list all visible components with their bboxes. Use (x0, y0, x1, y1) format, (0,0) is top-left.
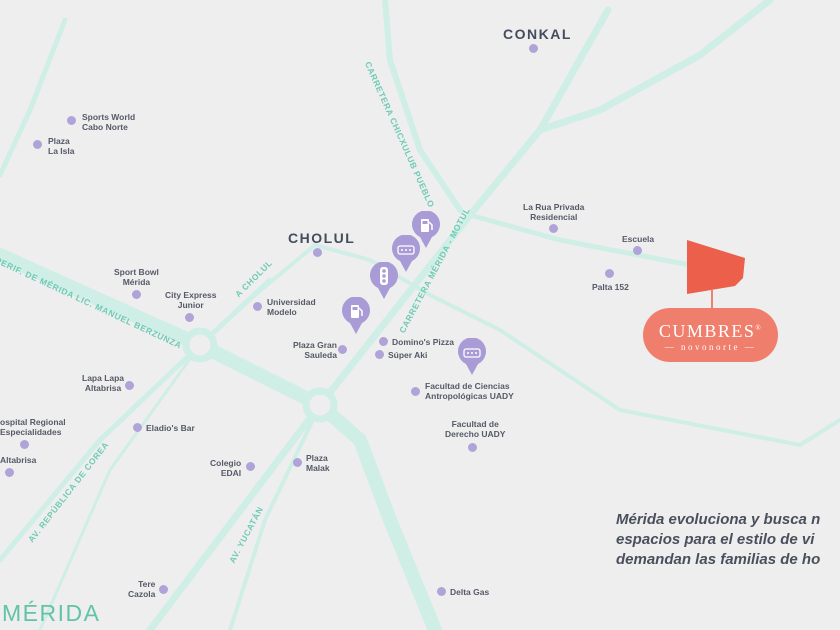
poi-dot-sports-world[interactable] (67, 116, 76, 125)
town-label-conkal: CONKAL (503, 26, 572, 42)
roundabout-center (302, 387, 338, 423)
city-label-merida: MÉRIDA (2, 600, 101, 626)
store-icon[interactable] (391, 235, 421, 273)
poi-dot-hospital[interactable] (20, 440, 29, 449)
road-northeast (536, 0, 774, 134)
poi-dot-delta-gas[interactable] (437, 587, 446, 596)
gas-station-icon[interactable] (411, 211, 441, 249)
poi-label-eladios: Eladio's Bar (146, 423, 195, 433)
road-merida-motul (146, 6, 612, 630)
poi-label-delta-gas: Delta Gas (450, 587, 490, 597)
poi-label-dominos: Domino's Pizza (392, 337, 455, 347)
road-southwest (38, 343, 202, 630)
road-a-cholul (198, 243, 840, 447)
poi-dot-plaza-la-isla[interactable] (33, 140, 42, 149)
poi-dot-escuela[interactable] (633, 246, 642, 255)
town-label-cholul: CHOLUL (288, 230, 356, 246)
poi-label-altabrisa: Altabrisa (0, 455, 37, 465)
poi-dot-city-express[interactable] (185, 313, 194, 322)
poi-dot-plaza-gran-sauleda[interactable] (338, 345, 347, 354)
road-chicxulub (382, 0, 463, 213)
cholul-marker[interactable] (313, 248, 322, 257)
poi-label-palta: Palta 152 (592, 282, 629, 292)
poi-dot-plaza-malak[interactable] (293, 458, 302, 467)
poi-dot-lapa-lapa[interactable] (125, 381, 134, 390)
conkal-marker[interactable] (529, 44, 538, 53)
store-icon[interactable] (457, 338, 487, 376)
poi-dot-tere-cazola[interactable] (159, 585, 168, 594)
poi-dot-la-rua[interactable] (549, 224, 558, 233)
poi-dot-facultad-derecho[interactable] (468, 443, 477, 452)
poi-dot-palta[interactable] (605, 269, 614, 278)
poi-label-escuela: Escuela (622, 234, 655, 244)
traffic-light-icon[interactable] (369, 262, 399, 300)
project-subtitle: — novonorte — (664, 342, 757, 352)
poi-dot-facultad-ciencias[interactable] (411, 387, 420, 396)
poi-dot-dominos[interactable] (379, 337, 388, 346)
poi-dot-universidad-modelo[interactable] (253, 302, 262, 311)
poi-dot-sport-bowl[interactable] (132, 290, 141, 299)
road-east (467, 212, 693, 268)
road-republica-corea (0, 277, 273, 563)
gas-station-icon[interactable] (341, 297, 371, 335)
road-northwest (0, 17, 68, 178)
poi-dot-altabrisa[interactable] (5, 468, 14, 477)
poi-dot-colegio-edai[interactable] (246, 462, 255, 471)
tagline: Mérida evoluciona y busca n espacios par… (616, 511, 821, 568)
poi-dot-super-aki[interactable] (375, 350, 384, 359)
poi-dot-eladios[interactable] (133, 423, 142, 432)
project-lot-marker[interactable] (685, 240, 747, 310)
poi-label-super-aki: Súper Aki (388, 350, 428, 360)
project-name: CUMBRES® (658, 321, 763, 341)
project-badge[interactable]: CUMBRES® — novonorte — (643, 308, 778, 362)
road-yucatan (228, 403, 322, 630)
roundabout-west (182, 327, 218, 363)
